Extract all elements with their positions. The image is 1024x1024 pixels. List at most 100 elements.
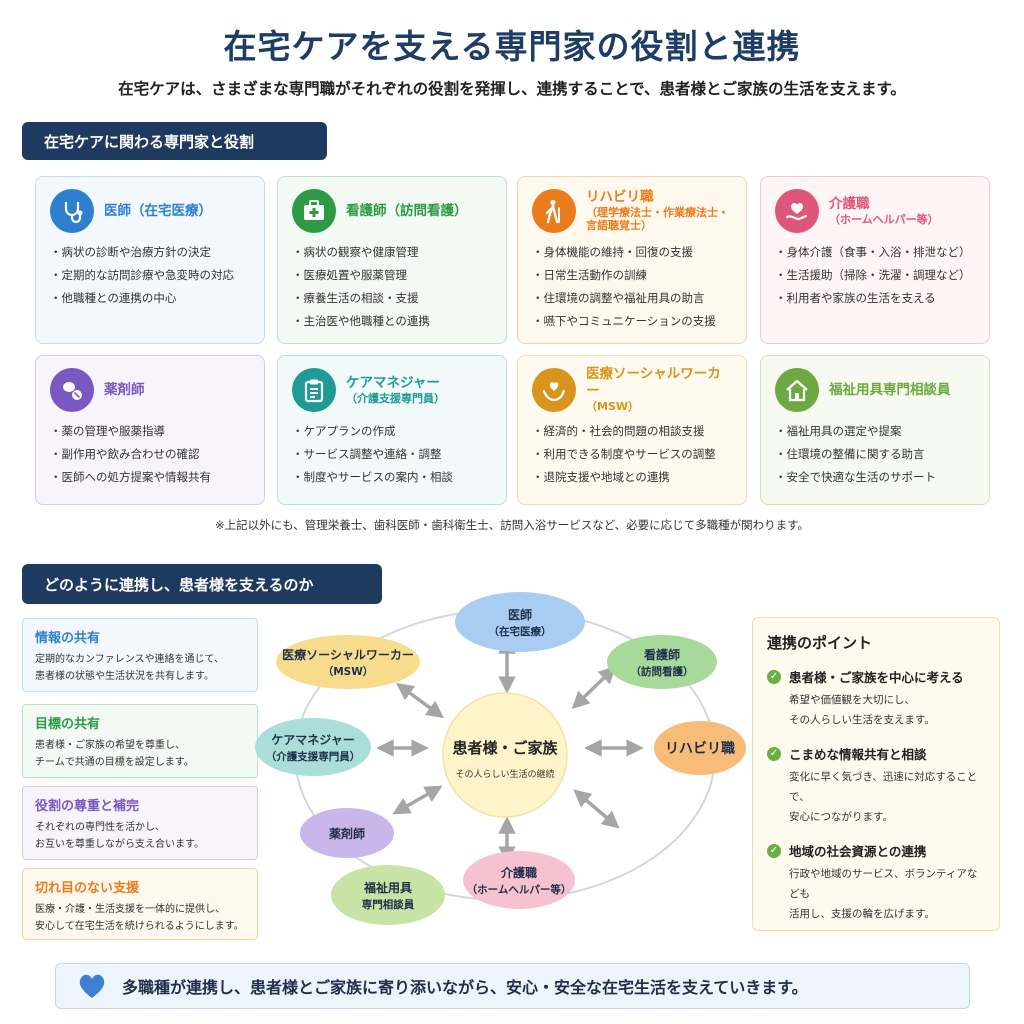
arrow-nurse <box>571 665 617 710</box>
node-label-care: 介護職 <box>500 865 537 880</box>
node-label-rehab: リハビリ職 <box>665 740 735 757</box>
node-sublabel-doctor: （在宅医療） <box>489 625 552 638</box>
center-title: 患者様・ご家族 <box>452 739 558 757</box>
role-duty-item: 薬の管理や服薬指導 <box>50 420 250 443</box>
node-sublabel-msw: （MSW） <box>323 665 374 678</box>
role-duty-item: 病状の診断や治療方針の決定 <box>50 241 250 264</box>
role-card-5: 薬剤師薬の管理や服薬指導副作用や飲み合わせの確認医師への処方提案や情報共有 <box>35 355 265 505</box>
role-duty-item: 身体機能の維持・回復の支援 <box>532 241 732 264</box>
role-duty-item: 住環境の調整や福祉用具の助言 <box>532 287 732 310</box>
role-duty-item: 医療処置や服薬管理 <box>292 264 492 287</box>
collaboration-aspect-text: 安心して在宅生活を続けられるようにします。 <box>35 921 244 932</box>
collaboration-aspect-title: 切れ目のない支援 <box>35 881 140 896</box>
collaboration-point-text: 変化に早く気づき、迅速に対応することで、安心につながります。 <box>789 771 978 823</box>
role-duty-item: 他職種との連携の中心 <box>50 287 250 310</box>
collaboration-aspect-text: チームで共通の目標を設定します。 <box>35 757 194 768</box>
walking-cane-icon <box>532 189 576 233</box>
role-duty-item: 定期的な訪問診療や急変時の対応 <box>50 264 250 287</box>
collaboration-aspect-text: 定期的なカンファレンスや連絡を通じて、 <box>35 654 224 665</box>
role-card-subtitle: （理学療法士・作業療法士・言語聴覚士） <box>586 205 729 233</box>
note-other-professions: ※上記以外にも、管理栄養士、歯科医師・歯科衛生士、訪問入浴サービスなど、必要に応… <box>214 518 810 532</box>
stethoscope-icon <box>50 189 94 233</box>
role-duty-item: 利用できる制度やサービスの調整 <box>532 443 732 466</box>
role-duty-list: 薬の管理や服薬指導副作用や飲み合わせの確認医師への処方提案や情報共有 <box>50 420 250 489</box>
node-label-pharm: 薬剤師 <box>329 826 365 841</box>
collaboration-aspect-box: 情報の共有定期的なカンファレンスや連絡を通じて、患者様の状態や生活状況を共有しま… <box>22 618 258 692</box>
node-label-msw: 医療ソーシャルワーカー <box>282 647 414 662</box>
role-duty-list: 経済的・社会的問題の相談支援利用できる制度やサービスの調整退院支援や地域との連携 <box>532 420 732 489</box>
collaboration-point-title: 地域の社会資源との連携 <box>789 844 927 859</box>
section-header-roles: 在宅ケアに関わる専門家と役割 <box>22 122 327 160</box>
medical-kit-icon <box>292 189 336 233</box>
points-title: 連携のポイント <box>767 634 873 652</box>
node-sublabel-nurse: （訪問看護） <box>631 665 694 678</box>
check-icon: ✓ <box>767 746 781 761</box>
node-care <box>463 851 575 909</box>
role-duty-item: 嚥下やコミュニケーションの支援 <box>532 310 732 333</box>
arrow-pharm <box>392 785 443 815</box>
footer-banner: 多職種が連携し、患者様とご家族に寄り添いながら、安心・安全な在宅生活を支えていき… <box>55 963 970 1009</box>
role-duty-item: 安全で快適な生活のサポート <box>775 466 975 489</box>
role-card-subtitle: （MSW） <box>586 400 640 413</box>
collaboration-point-text: 希望や価値観を大切にし、その人らしい生活を支えます。 <box>789 694 935 726</box>
role-duty-item: 生活援助（掃除・洗濯・調理など） <box>775 264 975 287</box>
heart-hand-icon <box>775 189 819 233</box>
node-label-welfare: 福祉用具 <box>363 880 412 895</box>
role-duty-item: 住環境の整備に関する助言 <box>775 443 975 466</box>
role-card-title: 医師（在宅医療） <box>104 202 212 219</box>
collaboration-aspect-box: 目標の共有患者様・ご家族の希望を尊重し、チームで共通の目標を設定します。 <box>22 704 258 778</box>
node-label-doctor: 医師 <box>508 607 532 622</box>
clipboard-icon <box>292 368 336 412</box>
page-subtitle: 在宅ケアは、さまざまな専門職がそれぞれの役割を発揮し、連携することで、患者様とご… <box>118 80 906 98</box>
role-duty-item: 経済的・社会的問題の相談支援 <box>532 420 732 443</box>
arrow-msw <box>395 682 445 719</box>
collaboration-aspect-text: 患者様・ご家族の希望を尊重し、 <box>35 740 185 751</box>
node-doctor <box>455 592 585 652</box>
role-duty-item: 病状の観察や健康管理 <box>292 241 492 264</box>
role-card-subtitle: （介護支援専門員） <box>346 391 445 405</box>
role-card-title: ケアマネジャー（介護支援専門員） <box>346 374 445 405</box>
node-sublabel-care: （ホームヘルパー等） <box>467 883 572 896</box>
collaboration-aspect-title: 役割の尊重と補完 <box>35 799 140 814</box>
role-duty-item: サービス調整や連絡・調整 <box>292 443 492 466</box>
hand-heart-icon <box>532 368 576 412</box>
node-label-nurse: 看護師 <box>644 647 680 662</box>
role-duty-item: 福祉用具の選定や提案 <box>775 420 975 443</box>
collaboration-aspect-text: 医療・介護・生活支援を一体的に提供し、 <box>35 904 225 915</box>
role-duty-list: 身体介護（食事・入浴・排泄など）生活援助（掃除・洗濯・調理など）利用者や家族の生… <box>775 241 975 310</box>
collaboration-points-panel: 連携のポイント ✓ 患者様・ご家族を中心に考える希望や価値観を大切にし、その人らし… <box>752 617 1000 931</box>
page-title: 在宅ケアを支える専門家の役割と連携 <box>223 27 801 66</box>
role-card-6: ケアマネジャー（介護支援専門員） ケアプランの作成サービス調整や連絡・調整制度やサ… <box>277 355 507 505</box>
node-sublabel-cm: （介護支援専門員） <box>266 750 361 763</box>
role-card-4: 介護職（ホームヘルパー等） 身体介護（食事・入浴・排泄など）生活援助（掃除・洗濯・… <box>760 176 990 344</box>
role-card-subtitle: （ホームヘルパー等） <box>829 212 939 226</box>
role-card-2: 看護師（訪問看護）病状の観察や健康管理医療処置や服薬管理療養生活の相談・支援主治… <box>277 176 507 344</box>
arrow-lower-right <box>573 789 620 829</box>
role-card-3: リハビリ職（理学療法士・作業療法士・言語聴覚士） 身体機能の維持・回復の支援日常生… <box>517 176 747 344</box>
role-card-title: 介護職（ホームヘルパー等） <box>829 195 939 226</box>
node-rehab <box>654 721 746 775</box>
node-sublabel-welfare: 専門相談員 <box>362 898 415 911</box>
role-duty-item: 療養生活の相談・支援 <box>292 287 492 310</box>
role-card-title: リハビリ職（理学療法士・作業療法士・言語聴覚士） <box>586 189 732 233</box>
role-card-title: 福祉用具専門相談員 <box>829 381 951 398</box>
center-subtitle: その人らしい生活の継続 <box>455 768 554 780</box>
collaboration-point-title: 患者様・ご家族を中心に考える <box>789 670 964 685</box>
node-cm <box>255 718 371 776</box>
center-circle <box>442 692 568 818</box>
role-duty-list: 福祉用具の選定や提案住環境の整備に関する助言安全で快適な生活のサポート <box>775 420 975 489</box>
section-header-collaboration: どのように連携し、患者様を支えるのか <box>22 564 382 604</box>
role-duty-list: 病状の診断や治療方針の決定定期的な訪問診療や急変時の対応他職種との連携の中心 <box>50 241 250 310</box>
role-duty-list: ケアプランの作成サービス調整や連絡・調整制度やサービスの案内・相談 <box>292 420 492 489</box>
role-duty-item: 日常生活動作の訓練 <box>532 264 732 287</box>
footer-text: 多職種が連携し、患者様とご家族に寄り添いながら、安心・安全な在宅生活を支えていき… <box>122 978 808 997</box>
role-card-title: 医療ソーシャルワーカー（MSW） <box>586 366 732 414</box>
collaboration-aspect-title: 目標の共有 <box>35 717 101 732</box>
collaboration-aspect-text: それぞれの専門性を活かし、 <box>35 822 165 833</box>
role-duty-item: 制度やサービスの案内・相談 <box>292 466 492 489</box>
pills-icon <box>50 368 94 412</box>
collaboration-aspect-text: お互いを尊重しながら支え合います。 <box>35 839 204 850</box>
collaboration-aspect-box: 役割の尊重と補完それぞれの専門性を活かし、お互いを尊重しながら支え合います。 <box>22 786 258 860</box>
collaboration-aspect-box: 切れ目のない支援医療・介護・生活支援を一体的に提供し、安心して在宅生活を続けられ… <box>22 868 258 940</box>
